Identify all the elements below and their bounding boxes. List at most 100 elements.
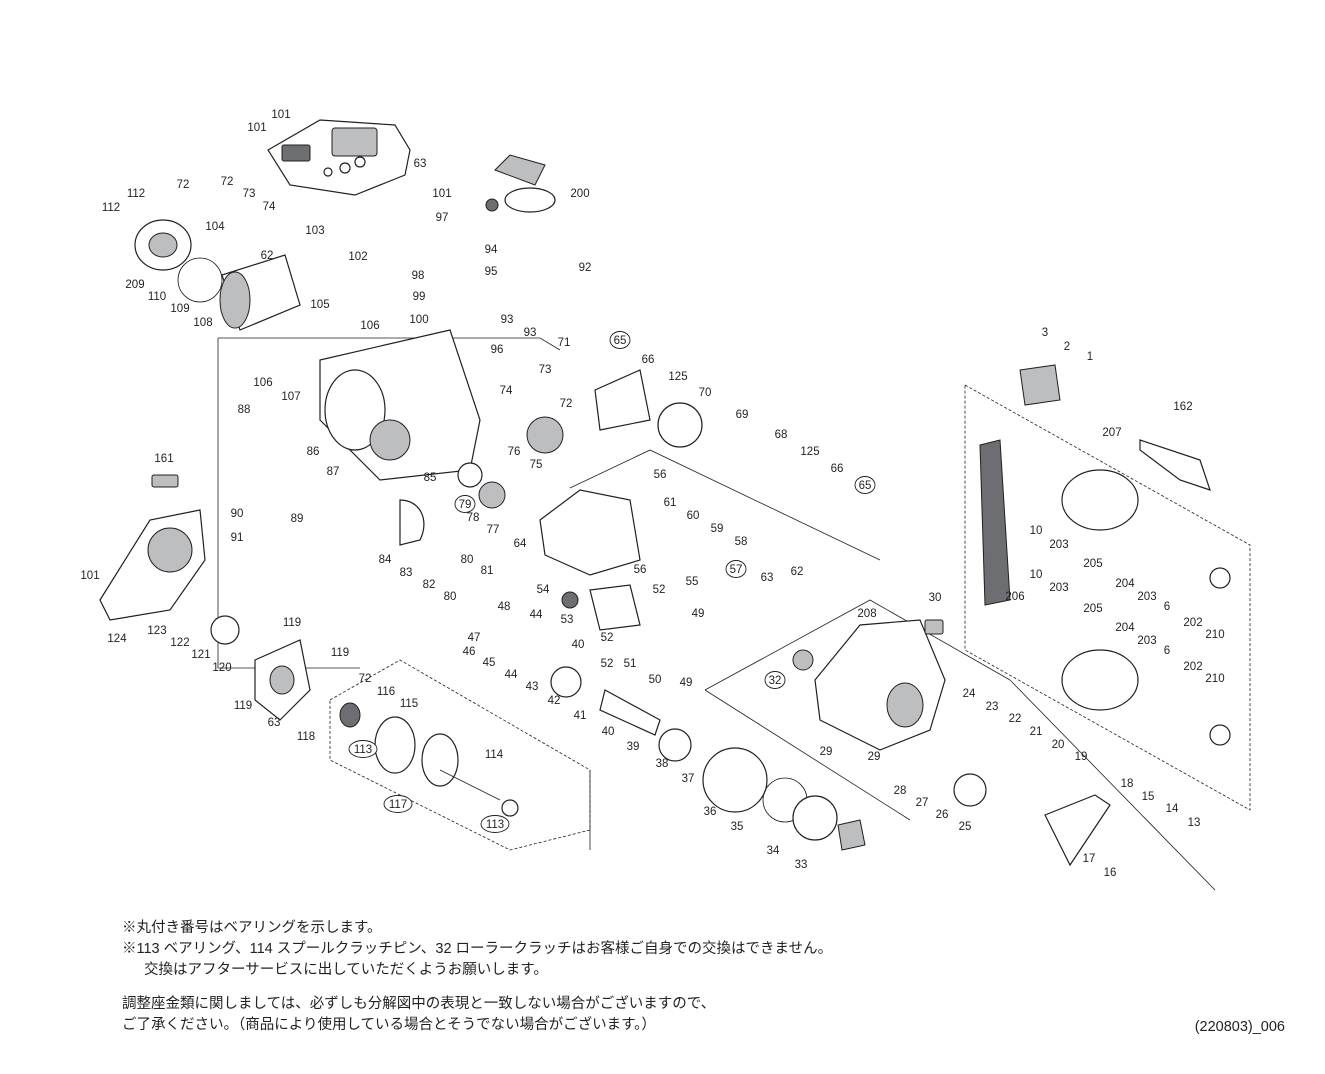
- part-label: 68: [775, 429, 788, 441]
- part-label: 29: [820, 746, 833, 758]
- part-label: 53: [561, 614, 574, 626]
- part-label: 66: [831, 463, 844, 475]
- bearing-circle-marker: [480, 815, 510, 833]
- part-label: 107: [281, 391, 300, 403]
- notes-block: ※丸付き番号はベアリングを示します。 ※113 ベアリング、114 スプールクラ…: [122, 918, 832, 1036]
- part-label: 101: [80, 570, 99, 582]
- part-label: 21: [1030, 726, 1043, 738]
- part-label: 26: [936, 809, 949, 821]
- part-label: 94: [485, 244, 498, 256]
- part-label: 3: [1042, 327, 1048, 339]
- part-label: 40: [602, 726, 615, 738]
- part-label: 105: [310, 299, 329, 311]
- part-label: 113: [354, 744, 372, 756]
- part-label: 84: [379, 554, 392, 566]
- part-label: 62: [791, 566, 804, 578]
- part-label: 44: [530, 609, 543, 621]
- part-label: 203: [1137, 591, 1156, 603]
- part-label: 76: [508, 446, 521, 458]
- part-label: 106: [360, 320, 379, 332]
- part-label: 72: [560, 398, 573, 410]
- part-label: 125: [668, 371, 687, 383]
- part-label: 62: [261, 250, 274, 262]
- part-label: 73: [243, 188, 256, 200]
- part-label: 80: [461, 554, 474, 566]
- part-label: 19: [1075, 751, 1088, 763]
- part-label: 101: [247, 122, 266, 134]
- part-label: 24: [963, 688, 976, 700]
- part-label: 72: [359, 673, 372, 685]
- part-label: 89: [291, 513, 304, 525]
- part-label: 112: [127, 188, 145, 200]
- part-label: 38: [656, 758, 669, 770]
- part-label: 55: [686, 576, 699, 588]
- part-label: 65: [859, 480, 872, 492]
- part-label: 44: [505, 669, 518, 681]
- part-label: 52: [601, 658, 614, 670]
- part-label: 30: [929, 592, 942, 604]
- part-label: 122: [170, 637, 189, 649]
- side-plate-208-part: [792, 619, 1111, 867]
- part-label: 28: [894, 785, 907, 797]
- part-label: 97: [436, 212, 449, 224]
- bearing-circle-marker: [609, 331, 631, 349]
- part-label: 69: [736, 409, 749, 421]
- part-label: 80: [444, 591, 457, 603]
- part-label: 110: [148, 291, 166, 303]
- part-label: 99: [413, 291, 426, 303]
- part-label: 63: [268, 717, 281, 729]
- part-label: 63: [761, 572, 774, 584]
- part-label: 46: [463, 646, 476, 658]
- spool-117-part: [339, 702, 519, 817]
- group-outlines: [217, 337, 1251, 891]
- gearbox-part: [526, 369, 866, 851]
- part-label: 73: [539, 364, 552, 376]
- part-label: 79: [459, 499, 472, 511]
- part-label: 23: [986, 701, 999, 713]
- diagram-code: (220803)_006: [1194, 1019, 1285, 1035]
- part-label: 119: [331, 647, 349, 659]
- part-label: 52: [653, 584, 666, 596]
- part-label: 202: [1183, 661, 1202, 673]
- part-label: 96: [491, 344, 504, 356]
- part-label: 115: [400, 698, 418, 710]
- part-label: 95: [485, 266, 498, 278]
- part-label: 103: [305, 225, 324, 237]
- part-label: 77: [487, 524, 500, 536]
- part-label: 41: [574, 710, 587, 722]
- part-label: 35: [731, 821, 744, 833]
- part-label: 51: [624, 658, 637, 670]
- part-label: 47: [468, 632, 481, 644]
- bearing-circle-marker: [454, 495, 476, 513]
- part-label: 66: [642, 354, 655, 366]
- part-label: 112: [102, 202, 120, 214]
- part-label: 50: [649, 674, 662, 686]
- part-label: 124: [107, 633, 127, 645]
- note-bearing: ※丸付き番号はベアリングを示します。: [122, 920, 382, 936]
- part-label: 119: [234, 700, 252, 712]
- part-label: 60: [687, 510, 700, 522]
- part-label: 56: [654, 469, 667, 481]
- clip-200-part: [485, 154, 556, 213]
- part-label: 123: [147, 625, 166, 637]
- part-label: 49: [692, 608, 705, 620]
- part-label: 10: [1030, 525, 1043, 537]
- part-label: 40: [572, 639, 585, 651]
- motor-frame-part: [134, 219, 506, 546]
- part-label: 114: [485, 749, 504, 761]
- part-label: 121: [191, 649, 210, 661]
- part-label: 208: [857, 608, 876, 620]
- part-label: 70: [699, 387, 712, 399]
- part-label: 65: [614, 335, 627, 347]
- part-label: 83: [400, 567, 413, 579]
- part-label: 42: [548, 695, 561, 707]
- part-label: 72: [221, 176, 234, 188]
- part-label: 120: [212, 662, 231, 674]
- part-label: 54: [537, 584, 550, 596]
- part-label: 98: [412, 270, 425, 282]
- side-cover-124-part: [99, 509, 311, 721]
- part-label: 203: [1049, 539, 1068, 551]
- part-label: 14: [1166, 803, 1179, 815]
